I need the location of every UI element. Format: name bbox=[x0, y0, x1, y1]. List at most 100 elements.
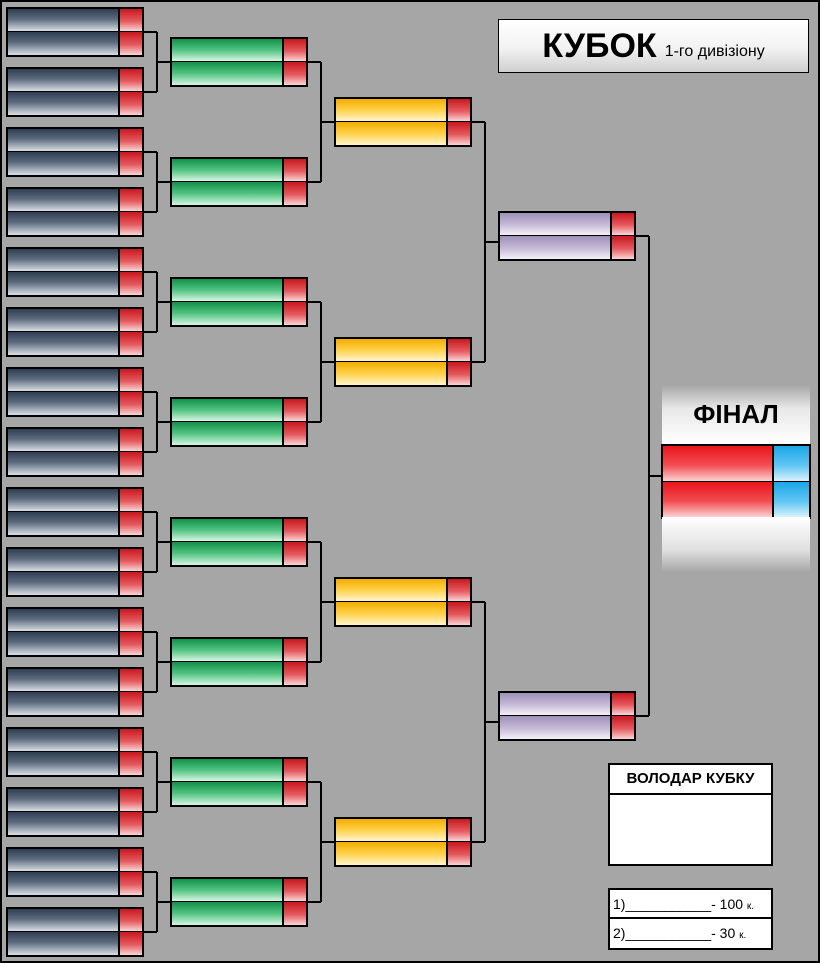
team-slot-1[interactable] bbox=[8, 309, 118, 332]
team-slot-2[interactable] bbox=[8, 32, 118, 55]
team-slot-1[interactable] bbox=[172, 519, 282, 542]
score-box-2[interactable] bbox=[118, 872, 142, 895]
team-slot-1[interactable] bbox=[8, 549, 118, 572]
team-slot-1[interactable] bbox=[8, 129, 118, 152]
team-slot-1[interactable] bbox=[8, 909, 118, 932]
score-box-2[interactable] bbox=[610, 236, 634, 259]
score-box-2[interactable] bbox=[282, 302, 306, 325]
score-box-1[interactable] bbox=[118, 9, 142, 32]
final-score-2[interactable] bbox=[772, 481, 809, 517]
score-box-2[interactable] bbox=[118, 632, 142, 655]
score-box-2[interactable] bbox=[282, 422, 306, 445]
team-slot-2[interactable] bbox=[8, 152, 118, 175]
score-box-1[interactable] bbox=[118, 489, 142, 512]
score-box-2[interactable] bbox=[282, 782, 306, 805]
team-slot-1[interactable] bbox=[172, 879, 282, 902]
final-score-1[interactable] bbox=[772, 446, 809, 482]
score-box-1[interactable] bbox=[282, 279, 306, 302]
team-slot-1[interactable] bbox=[336, 819, 446, 842]
score-box-2[interactable] bbox=[118, 212, 142, 235]
team-slot-1[interactable] bbox=[336, 339, 446, 362]
team-slot-2[interactable] bbox=[8, 872, 118, 895]
team-slot-1[interactable] bbox=[8, 189, 118, 212]
score-box-1[interactable] bbox=[282, 399, 306, 422]
team-slot-2[interactable] bbox=[8, 392, 118, 415]
score-box-2[interactable] bbox=[282, 662, 306, 685]
team-slot-2[interactable] bbox=[8, 632, 118, 655]
score-box-1[interactable] bbox=[610, 693, 634, 716]
team-slot-2[interactable] bbox=[172, 542, 282, 565]
score-box-2[interactable] bbox=[118, 32, 142, 55]
team-slot-1[interactable] bbox=[172, 159, 282, 182]
team-slot-1[interactable] bbox=[172, 639, 282, 662]
score-box-2[interactable] bbox=[118, 512, 142, 535]
team-slot-1[interactable] bbox=[172, 39, 282, 62]
score-box-2[interactable] bbox=[446, 362, 470, 385]
team-slot-1[interactable] bbox=[172, 399, 282, 422]
team-slot-2[interactable] bbox=[336, 362, 446, 385]
score-box-2[interactable] bbox=[282, 542, 306, 565]
cup-winner-field[interactable] bbox=[610, 795, 771, 864]
prize-blank[interactable]: ___________ bbox=[625, 925, 712, 941]
score-box-1[interactable] bbox=[446, 819, 470, 842]
team-slot-2[interactable] bbox=[172, 182, 282, 205]
score-box-2[interactable] bbox=[118, 752, 142, 775]
score-box-1[interactable] bbox=[118, 369, 142, 392]
score-box-2[interactable] bbox=[118, 932, 142, 955]
team-slot-1[interactable] bbox=[8, 369, 118, 392]
team-slot-1[interactable] bbox=[8, 609, 118, 632]
score-box-1[interactable] bbox=[118, 729, 142, 752]
score-box-2[interactable] bbox=[118, 812, 142, 835]
score-box-1[interactable] bbox=[118, 909, 142, 932]
team-slot-1[interactable] bbox=[172, 759, 282, 782]
prize-blank[interactable]: ___________ bbox=[625, 896, 712, 912]
team-slot-2[interactable] bbox=[336, 122, 446, 145]
team-slot-1[interactable] bbox=[172, 279, 282, 302]
team-slot-1[interactable] bbox=[8, 9, 118, 32]
final-team-slot-2[interactable] bbox=[663, 481, 772, 517]
team-slot-2[interactable] bbox=[172, 662, 282, 685]
score-box-2[interactable] bbox=[282, 182, 306, 205]
team-slot-1[interactable] bbox=[8, 489, 118, 512]
score-box-1[interactable] bbox=[610, 213, 634, 236]
score-box-1[interactable] bbox=[118, 849, 142, 872]
team-slot-1[interactable] bbox=[500, 213, 610, 236]
team-slot-2[interactable] bbox=[172, 782, 282, 805]
team-slot-2[interactable] bbox=[172, 62, 282, 85]
score-box-2[interactable] bbox=[118, 392, 142, 415]
score-box-1[interactable] bbox=[282, 879, 306, 902]
team-slot-1[interactable] bbox=[500, 693, 610, 716]
team-slot-1[interactable] bbox=[8, 849, 118, 872]
score-box-1[interactable] bbox=[118, 249, 142, 272]
team-slot-2[interactable] bbox=[500, 716, 610, 739]
score-box-1[interactable] bbox=[446, 99, 470, 122]
score-box-2[interactable] bbox=[118, 332, 142, 355]
score-box-1[interactable] bbox=[118, 189, 142, 212]
score-box-2[interactable] bbox=[118, 152, 142, 175]
team-slot-2[interactable] bbox=[8, 752, 118, 775]
score-box-2[interactable] bbox=[118, 692, 142, 715]
team-slot-1[interactable] bbox=[8, 69, 118, 92]
score-box-1[interactable] bbox=[282, 639, 306, 662]
score-box-1[interactable] bbox=[282, 159, 306, 182]
score-box-2[interactable] bbox=[118, 272, 142, 295]
team-slot-2[interactable] bbox=[8, 452, 118, 475]
score-box-2[interactable] bbox=[118, 92, 142, 115]
score-box-2[interactable] bbox=[446, 122, 470, 145]
team-slot-1[interactable] bbox=[336, 99, 446, 122]
team-slot-1[interactable] bbox=[8, 249, 118, 272]
team-slot-2[interactable] bbox=[8, 812, 118, 835]
score-box-1[interactable] bbox=[118, 549, 142, 572]
team-slot-2[interactable] bbox=[8, 92, 118, 115]
score-box-1[interactable] bbox=[118, 669, 142, 692]
score-box-1[interactable] bbox=[118, 309, 142, 332]
score-box-1[interactable] bbox=[282, 759, 306, 782]
team-slot-1[interactable] bbox=[336, 579, 446, 602]
team-slot-2[interactable] bbox=[500, 236, 610, 259]
team-slot-2[interactable] bbox=[172, 902, 282, 925]
team-slot-2[interactable] bbox=[8, 692, 118, 715]
team-slot-2[interactable] bbox=[8, 332, 118, 355]
score-box-1[interactable] bbox=[446, 339, 470, 362]
team-slot-2[interactable] bbox=[8, 272, 118, 295]
score-box-1[interactable] bbox=[282, 39, 306, 62]
